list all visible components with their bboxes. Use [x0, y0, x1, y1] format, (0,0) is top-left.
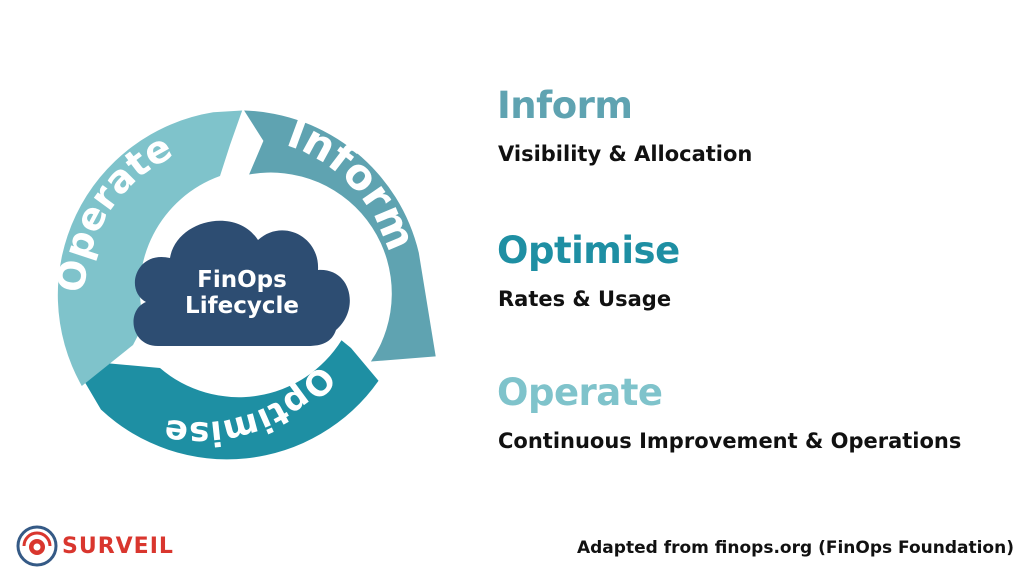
- operate-subtitle: Continuous Improvement & Operations: [498, 429, 962, 453]
- brand-name: SURVEIL: [62, 533, 174, 559]
- inform-arc-label: Inform: [281, 108, 426, 257]
- cloud-title-line1: FinOps: [197, 267, 287, 293]
- inform-segment: [244, 110, 436, 362]
- source-credit: Adapted from finops.org (FinOps Foundati…: [576, 538, 1014, 558]
- optimise-subtitle: Rates & Usage: [498, 287, 672, 311]
- cloud-shape: [133, 220, 350, 346]
- surveil-logo: SURVEIL: [16, 522, 174, 570]
- inform-subtitle: Visibility & Allocation: [498, 142, 753, 166]
- optimise-segment: [71, 340, 379, 460]
- cloud-title-line2: Lifecycle: [185, 293, 299, 319]
- finops-lifecycle-diagram: Inform Operate Optimise FinOps Lifecycle: [49, 108, 436, 460]
- surveil-eye-icon: [16, 525, 58, 567]
- optimise-title: Optimise: [497, 229, 680, 272]
- operate-segment: [57, 110, 243, 386]
- operate-title: Operate: [497, 371, 663, 414]
- inform-title: Inform: [497, 84, 633, 127]
